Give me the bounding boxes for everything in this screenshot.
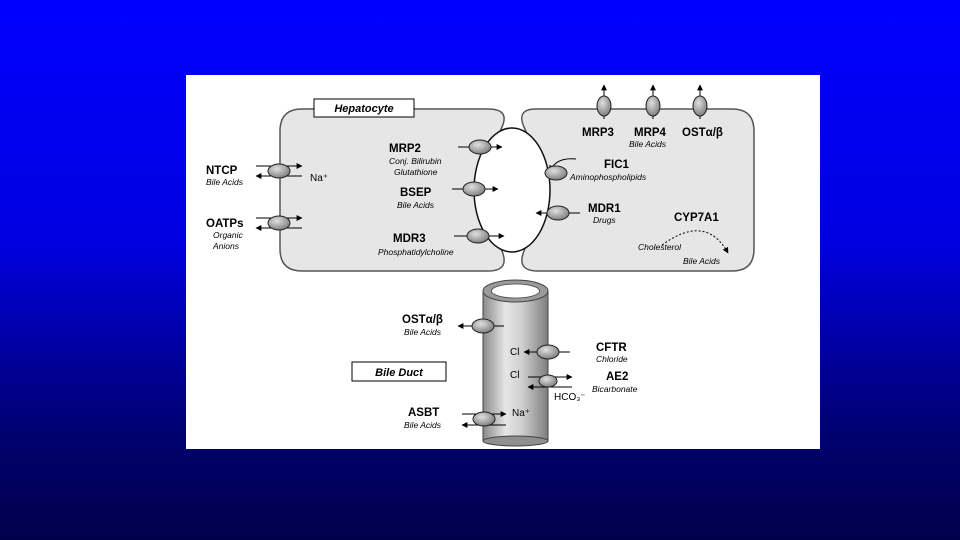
- ntcp-label: NTCP: [206, 165, 238, 177]
- mrp2-substrate-1: Conj. Bilirubin: [389, 156, 442, 166]
- ost-duct-substrate: Bile Acids: [404, 327, 442, 337]
- cftr-transporter-icon: [536, 344, 560, 360]
- ost-duct-transporter-icon: [471, 318, 495, 334]
- asbt-substrate: Bile Acids: [404, 420, 442, 430]
- mdr3-label: MDR3: [393, 233, 426, 245]
- mrp3-label: MRP3: [582, 127, 614, 139]
- mrp4-transporter-icon: [645, 95, 661, 117]
- cyp7a1-from: Cholesterol: [638, 242, 682, 252]
- bile-duct-label: Bile Duct: [375, 367, 424, 379]
- bsep-label: BSEP: [400, 187, 432, 199]
- bsep-substrate: Bile Acids: [397, 200, 435, 210]
- cftr-label: CFTR: [596, 342, 627, 354]
- ost-duct-label: OSTα/β: [402, 314, 443, 326]
- mdr1-label: MDR1: [588, 203, 621, 215]
- ae2-transporter-icon: [538, 374, 558, 388]
- ost-transporter-icon: [692, 95, 708, 117]
- bsep-transporter-icon: [462, 181, 486, 197]
- ntcp-ion: Na⁺: [310, 173, 328, 184]
- mrp2-label: MRP2: [389, 143, 421, 155]
- mdr1-substrate: Drugs: [593, 215, 616, 225]
- cftr-substrate: Chloride: [596, 354, 628, 364]
- ae2-ion-hco3: HCO₃⁻: [554, 392, 586, 403]
- bile-duct-lumen: [491, 283, 540, 299]
- ae2-substrate: Bicarbonate: [592, 384, 638, 394]
- cftr-ion: Cl: [510, 347, 519, 358]
- oatps-label: OATPs: [206, 218, 244, 230]
- asbt-ion: Na⁺: [512, 408, 530, 419]
- oatps-substrate-1: Organic: [213, 230, 244, 240]
- ae2-label: AE2: [606, 371, 628, 383]
- liver-transport-diagram: Hepatocyte NTCP Bile Acids Na⁺ OATPs Org…: [206, 84, 755, 447]
- mdr3-transporter-icon: [466, 228, 490, 244]
- fic1-transporter-icon: [544, 165, 568, 181]
- bile-duct-base: [482, 435, 549, 447]
- fic1-substrate: Aminophospholipids: [569, 172, 647, 182]
- ae2-ion-cl: Cl: [510, 370, 519, 381]
- asbt-transporter-icon: [472, 411, 496, 427]
- hepatocyte-label: Hepatocyte: [334, 103, 393, 115]
- mrp2-substrate-2: Glutathione: [394, 167, 438, 177]
- mdr3-substrate: Phosphatidylcholine: [378, 247, 454, 257]
- mrp4-label: MRP4: [634, 127, 667, 139]
- ost-top-label: OSTα/β: [682, 127, 723, 139]
- ntcp-transporter-icon: [267, 163, 291, 179]
- hepatocyte-left-cell: [279, 108, 505, 272]
- oatps-transporter-icon: [267, 215, 291, 231]
- ntcp-substrate: Bile Acids: [206, 177, 244, 187]
- mrp2-transporter-icon: [468, 139, 492, 155]
- asbt-label: ASBT: [408, 407, 439, 419]
- diagram-panel: Hepatocyte NTCP Bile Acids Na⁺ OATPs Org…: [186, 75, 820, 449]
- basolateral-substrate: Bile Acids: [629, 139, 667, 149]
- mdr1-transporter-icon: [546, 205, 570, 221]
- oatps-substrate-2: Anions: [212, 241, 240, 251]
- fic1-label: FIC1: [604, 159, 630, 171]
- cyp7a1-label: CYP7A1: [674, 212, 719, 224]
- cyp7a1-reaction-arrow: [661, 230, 729, 254]
- hepatocyte-label-box: [313, 98, 415, 118]
- bile-duct-label-box: [351, 361, 447, 382]
- cyp7a1-to: Bile Acids: [683, 256, 721, 266]
- mrp3-transporter-icon: [596, 95, 612, 117]
